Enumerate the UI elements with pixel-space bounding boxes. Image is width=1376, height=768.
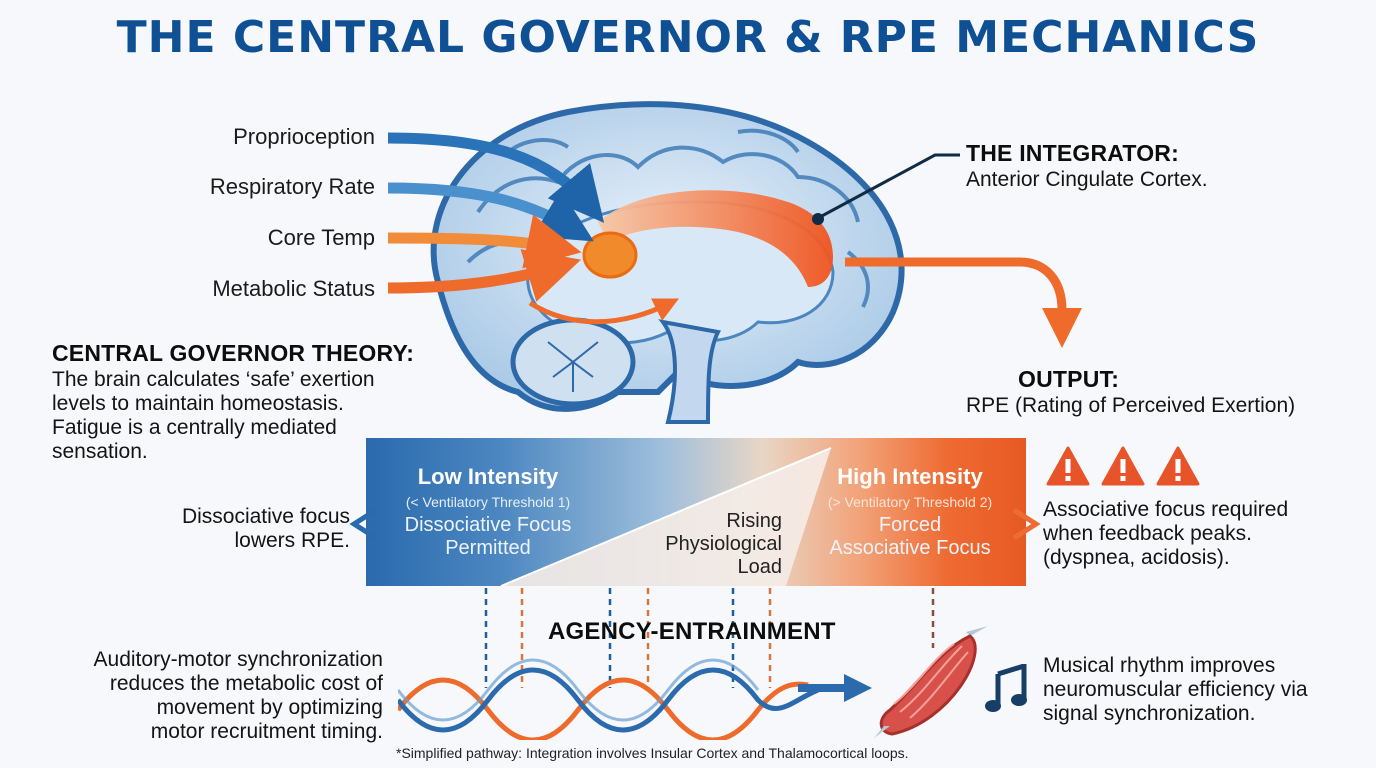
theory-line: levels to maintain homeostasis. <box>52 392 344 415</box>
theory-heading: CENTRAL GOVERNOR THEORY: <box>52 340 415 366</box>
associative-note-line: when feedback peaks. <box>1043 522 1252 545</box>
entrainment-left-line: reduces the metabolic cost of <box>109 672 383 695</box>
output-text: RPE (Rating of Perceived Exertion) <box>966 394 1296 417</box>
rising-load-line: Rising <box>726 510 782 532</box>
entrainment-heading: AGENCY-ENTRAINMENT <box>548 618 836 645</box>
entrainment-right-line: signal synchronization. <box>1043 702 1256 725</box>
input-arrows <box>387 132 679 325</box>
page-title: THE CENTRAL GOVERNOR & RPE MECHANICS <box>116 12 1260 63</box>
input-label-core-temp: Core Temp <box>267 225 375 250</box>
entrainment-right-line: neuromuscular efficiency via <box>1043 678 1308 701</box>
high-intensity-line: Forced <box>878 514 942 536</box>
input-label-proprioception: Proprioception <box>233 124 375 149</box>
high-intensity-sub: (> Ventilatory Threshold 2) <box>827 494 993 510</box>
entrainment-right-line: Musical rhythm improves <box>1043 654 1276 677</box>
output-heading: OUTPUT: <box>1018 366 1120 392</box>
warning-icon <box>1101 446 1145 486</box>
theory-line: The brain calculates ‘safe’ exertion <box>52 368 375 391</box>
low-intensity-panel: Low Intensity (< Ventilatory Threshold 1… <box>378 464 598 560</box>
warning-icon <box>1156 446 1200 486</box>
theory-text: The brain calculates ‘safe’ exertion lev… <box>52 368 382 464</box>
entrainment-left-line: Auditory-motor synchronization <box>93 648 383 671</box>
rising-load-text: Rising Physiological Load <box>640 510 782 579</box>
theory-line: sensation. <box>52 440 148 463</box>
right-arrow-icon <box>1012 507 1041 541</box>
left-arrow-icon <box>349 507 378 541</box>
integrator-text: Anterior Cingulate Cortex. <box>966 168 1208 191</box>
input-label-metabolic-status: Metabolic Status <box>212 276 375 301</box>
rising-load-line: Load <box>737 556 783 578</box>
rising-load-line: Physiological <box>665 533 782 555</box>
low-intensity-title: Low Intensity <box>417 464 559 489</box>
input-label-respiratory-rate: Respiratory Rate <box>209 174 375 199</box>
high-intensity-panel: High Intensity (> Ventilatory Threshold … <box>800 464 1020 560</box>
music-note-icon <box>985 664 1027 712</box>
high-intensity-line: Associative Focus <box>829 537 991 559</box>
low-intensity-line: Dissociative Focus <box>404 514 572 536</box>
sync-dashed-lines <box>484 588 935 688</box>
entrainment-right-text: Musical rhythm improves neuromuscular ef… <box>1043 654 1363 726</box>
dissociative-note: Dissociative focus lowers RPE. <box>150 505 350 553</box>
load-wedge <box>500 447 832 586</box>
entrainment-left-line: movement by optimizing <box>156 696 383 719</box>
associative-note: Associative focus required when feedback… <box>1043 498 1363 570</box>
associative-note-line: (dyspnea, acidosis). <box>1043 546 1230 569</box>
theory-line: Fatigue is a centrally mediated <box>52 416 337 439</box>
associative-note-line: Associative focus required <box>1043 498 1289 521</box>
output-arrow <box>845 257 1082 348</box>
entrainment-left-line: motor recruitment timing. <box>150 720 383 743</box>
low-intensity-sub: (< Ventilatory Threshold 1) <box>405 494 571 510</box>
low-intensity-line: Permitted <box>445 537 531 559</box>
entrainment-left-text: Auditory-motor synchronization reduces t… <box>40 648 383 744</box>
dissociative-note-line: Dissociative focus <box>181 505 350 528</box>
sync-waves <box>398 658 872 740</box>
integrator-heading: THE INTEGRATOR: <box>966 140 1179 166</box>
high-intensity-title: High Intensity <box>837 464 983 489</box>
muscle-icon <box>874 626 988 738</box>
warning-icon <box>1046 446 1090 486</box>
integrator-callout-line <box>812 153 960 225</box>
dissociative-note-line: lowers RPE. <box>234 529 350 552</box>
footnote: *Simplified pathway: Integration involve… <box>396 745 909 761</box>
